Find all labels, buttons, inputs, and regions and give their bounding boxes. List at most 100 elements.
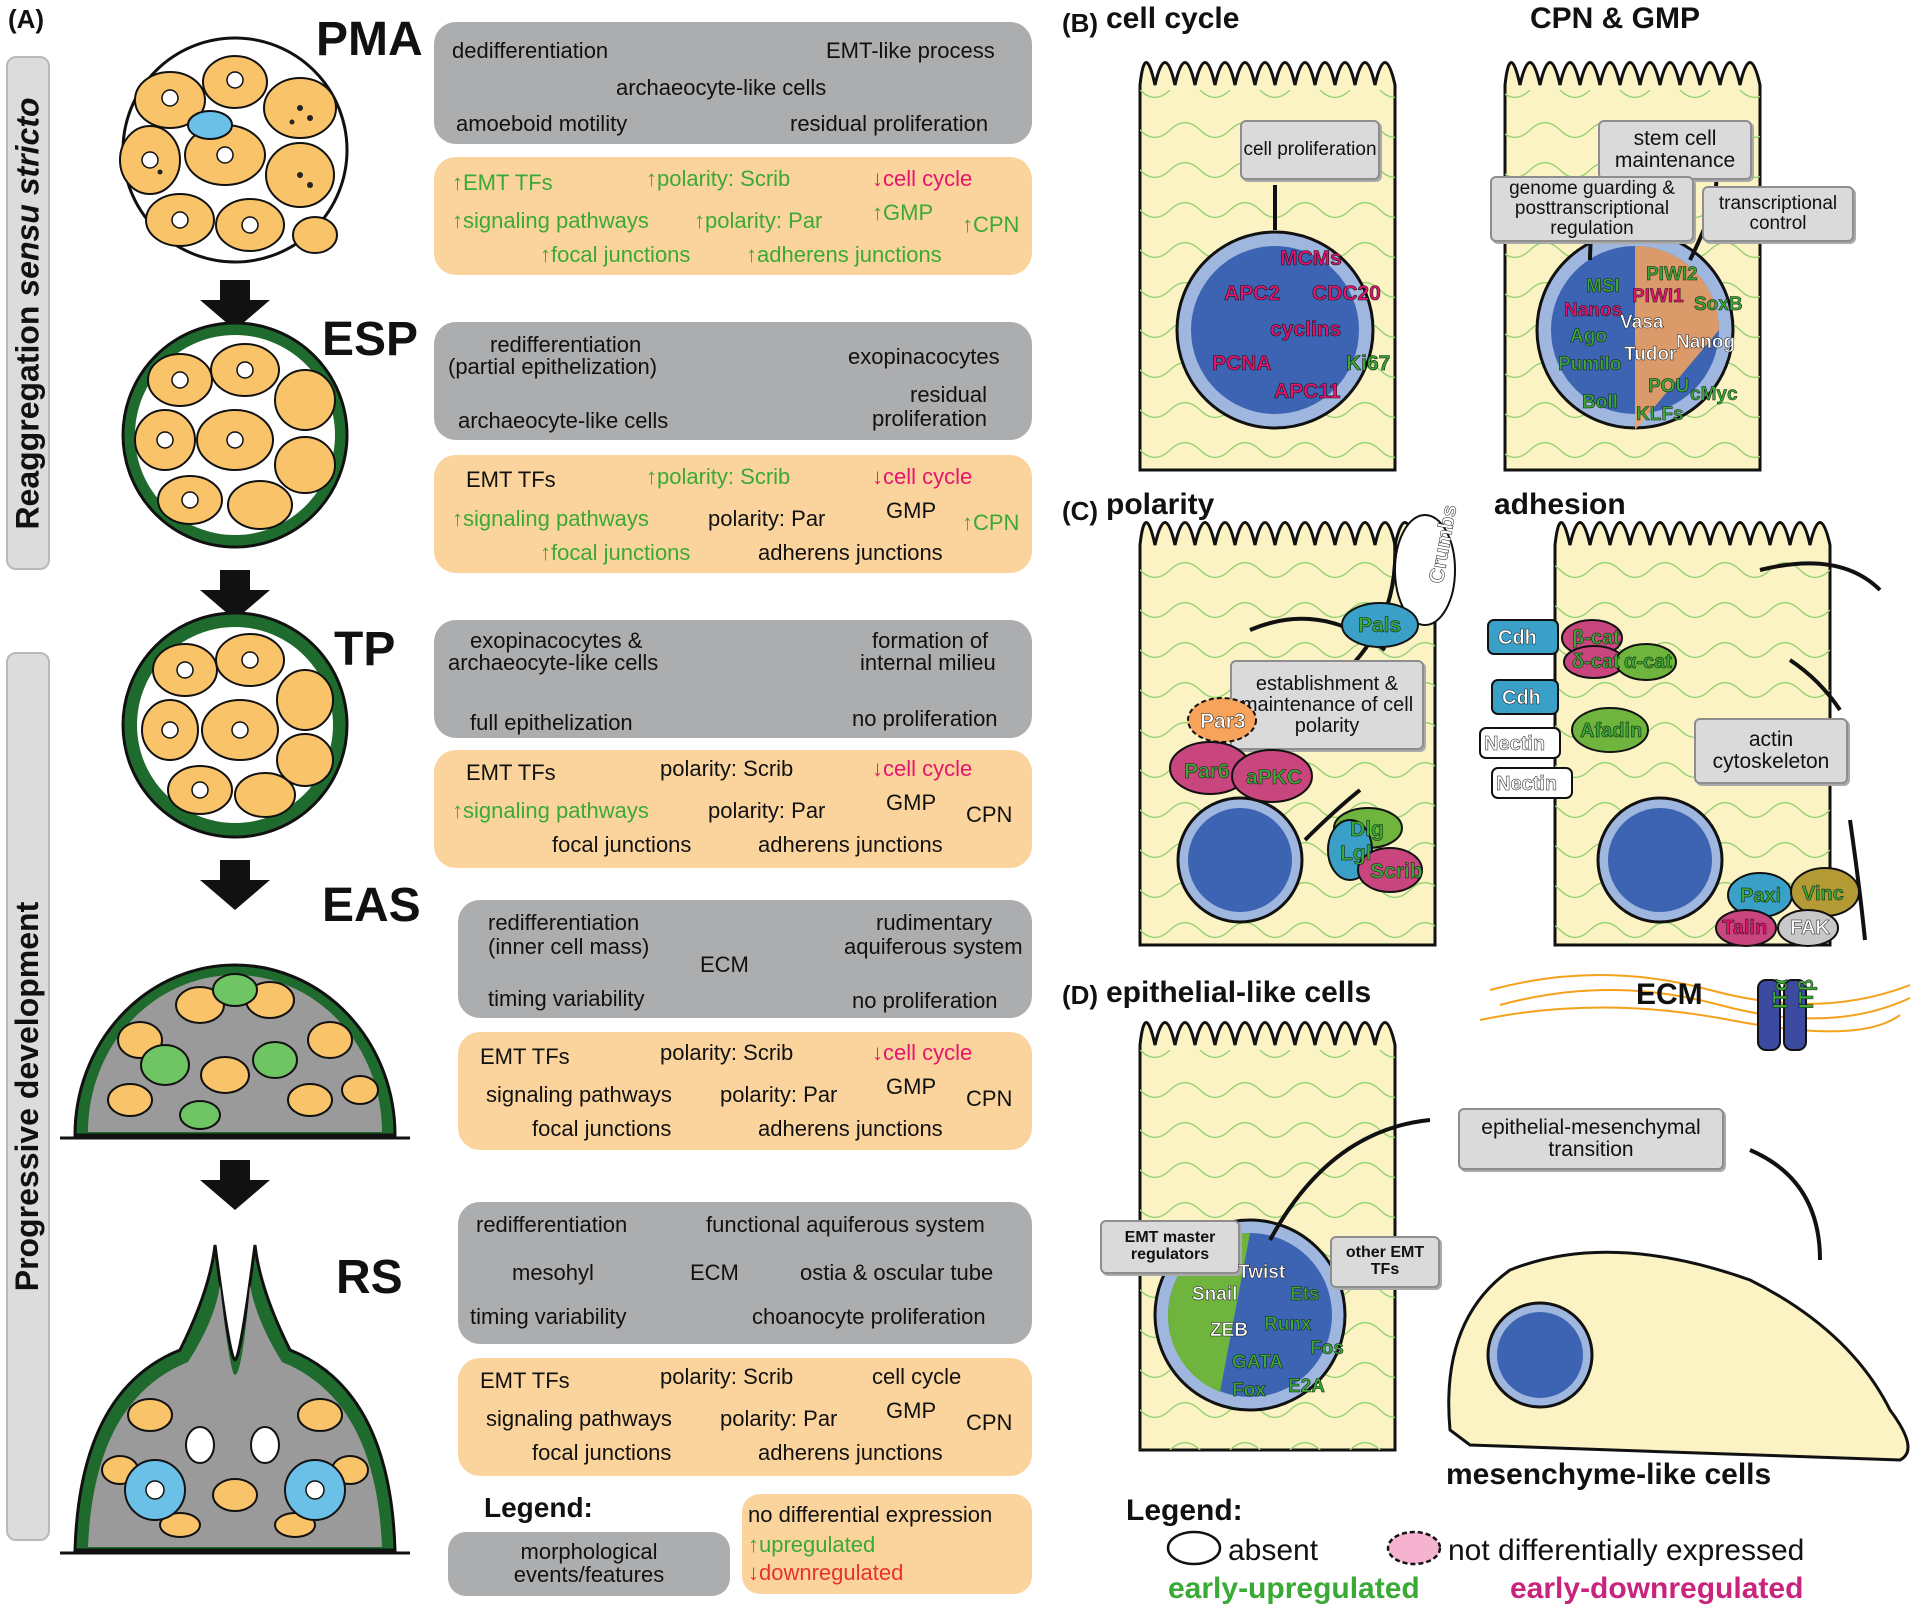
- svg-text:MSI: MSI: [1586, 276, 1620, 297]
- svg-text:Scrib: Scrib: [1370, 860, 1423, 883]
- svg-text:ITβ: ITβ: [1796, 979, 1818, 1009]
- esp-aggregate-illustration: [121, 321, 349, 549]
- svg-text:Pals: Pals: [1358, 614, 1401, 637]
- svg-text:Afadin: Afadin: [1580, 720, 1642, 742]
- svg-text:Cdh: Cdh: [1498, 627, 1537, 649]
- actin-cytoskeleton-box: actin cytoskeleton: [1694, 718, 1848, 784]
- genome-guarding-box: genome guarding & posttranscriptional re…: [1490, 176, 1694, 242]
- polarity-heading: polarity: [1106, 488, 1215, 521]
- svg-text:β-cat: β-cat: [1572, 627, 1620, 649]
- mesenchyme-label: mesenchyme-like cells: [1446, 1458, 1772, 1491]
- svg-text:Dlg: Dlg: [1350, 818, 1384, 841]
- svg-text:δ-cat: δ-cat: [1572, 651, 1620, 673]
- stage-label-rs: RS: [336, 1251, 403, 1304]
- emt-box: epithelial-mesenchymal transition: [1458, 1108, 1724, 1170]
- svg-text:ITα: ITα: [1770, 978, 1792, 1009]
- legend-absent: absent: [1228, 1534, 1319, 1567]
- legend-a-gray: [448, 1532, 730, 1596]
- stem-cell-maintenance-box: stem cell maintenance: [1598, 120, 1752, 180]
- svg-text:FAK: FAK: [1790, 917, 1831, 939]
- pma-orange-box: [434, 157, 1032, 275]
- emt-master-box: EMT master regulators: [1100, 1220, 1240, 1274]
- transcriptional-control-box: transcriptional control: [1702, 186, 1854, 242]
- panel-d-letter: (D): [1062, 980, 1099, 1010]
- svg-text:Pumilo: Pumilo: [1558, 354, 1621, 375]
- tp-aggregate-illustration: [121, 611, 349, 839]
- svg-text:Nanos: Nanos: [1564, 300, 1622, 321]
- rs-gray-box: [458, 1202, 1032, 1344]
- eas-orange-box: [458, 1032, 1032, 1150]
- legend-a-title: Legend:: [484, 1492, 593, 1523]
- svg-text:Nectin: Nectin: [1496, 773, 1557, 795]
- eas-gray-box: [458, 900, 1032, 1018]
- pma-gray-text: dedifferentiation: [452, 38, 609, 63]
- panel-c-protein-labels: Crumbs Pals Par3 Par6 aPKC Dlg Lgl Scrib…: [1169, 503, 1860, 1009]
- svg-text:Cdh: Cdh: [1502, 687, 1541, 709]
- side-label-reaggregation: Reaggregation sensu stricto: [6, 56, 50, 570]
- svg-text:α-cat: α-cat: [1624, 651, 1672, 673]
- svg-text:cMyc: cMyc: [1690, 384, 1738, 405]
- svg-text:Fos: Fos: [1310, 1338, 1344, 1359]
- svg-text:PIWI1: PIWI1: [1632, 286, 1684, 307]
- svg-text:Twist: Twist: [1238, 1262, 1286, 1283]
- panel-a-letter: (A): [8, 4, 45, 34]
- svg-text:Paxi: Paxi: [1740, 885, 1781, 907]
- legend-early-up: early-upregulated: [1168, 1572, 1420, 1605]
- pma-aggregate-illustration: [119, 36, 349, 264]
- cell-cycle-heading: cell cycle: [1106, 2, 1240, 35]
- stage-illustrations: [60, 36, 410, 1555]
- svg-text:Lgl: Lgl: [1340, 842, 1372, 865]
- ecm-label: ECM: [1636, 978, 1703, 1011]
- svg-text:Runx: Runx: [1264, 1314, 1312, 1335]
- d-mesenchyme-cell: [1447, 1250, 1910, 1462]
- svg-text:aPKC: aPKC: [1246, 766, 1302, 789]
- esp-gray-box: [434, 322, 1032, 440]
- panel-b-gene-labels: MCMs APC2 CDC20 cyclins PCNA APC11 Ki67 …: [1212, 247, 1743, 426]
- svg-text:KLFs: KLFs: [1636, 404, 1684, 425]
- svg-text:GATA: GATA: [1232, 1352, 1283, 1373]
- stage-label-esp: ESP: [322, 313, 419, 366]
- svg-text:Snail: Snail: [1192, 1284, 1237, 1305]
- stage-label-pma: PMA: [316, 13, 423, 66]
- cell-proliferation-box: cell proliferation: [1240, 120, 1380, 180]
- legend-early-down: early-downregulated: [1510, 1572, 1804, 1605]
- legend-b-title: Legend:: [1126, 1494, 1243, 1527]
- svg-text:Talin: Talin: [1722, 917, 1767, 939]
- stage-label-tp: TP: [334, 623, 396, 676]
- svg-text:ZEB: ZEB: [1210, 1320, 1248, 1341]
- svg-text:Ki67: Ki67: [1346, 352, 1390, 375]
- legend-b-symbols: [1166, 1530, 1442, 1566]
- panel-b-letter: (B): [1062, 8, 1099, 38]
- cpn-gmp-heading: CPN & GMP: [1530, 2, 1701, 35]
- tp-gray-box: [434, 620, 1032, 738]
- svg-text:Par6: Par6: [1184, 760, 1230, 783]
- svg-text:Vasa: Vasa: [1620, 312, 1664, 333]
- svg-text:CDC20: CDC20: [1312, 282, 1381, 305]
- svg-text:Boll: Boll: [1582, 392, 1618, 413]
- svg-text:Ago: Ago: [1570, 326, 1607, 347]
- rs-sponge-illustration: [60, 1244, 410, 1555]
- svg-text:Tudor: Tudor: [1624, 344, 1677, 365]
- svg-text:SoxB: SoxB: [1694, 294, 1743, 315]
- side-label-progressive: Progressive development: [6, 652, 50, 1541]
- adhesion-heading: adhesion: [1494, 488, 1626, 521]
- rs-orange-box: [458, 1358, 1032, 1476]
- svg-text:Nectin: Nectin: [1484, 733, 1545, 755]
- eas-dome-illustration: [60, 963, 410, 1140]
- svg-text:Vinc: Vinc: [1802, 883, 1844, 905]
- svg-text:PCNA: PCNA: [1212, 352, 1272, 375]
- svg-text:PIWI2: PIWI2: [1646, 264, 1698, 285]
- svg-text:MCMs: MCMs: [1280, 247, 1342, 270]
- panel-bcd-illustrations: [1138, 61, 1911, 1462]
- pma-gray-box: [434, 22, 1032, 144]
- svg-text:E2A: E2A: [1288, 1376, 1325, 1397]
- legend-a-orange: [742, 1494, 1032, 1594]
- epithelial-heading: epithelial-like cells: [1106, 976, 1372, 1009]
- emt-other-box: other EMT TFs: [1330, 1236, 1440, 1288]
- tp-orange-box: [434, 750, 1032, 868]
- esp-orange-box: [434, 455, 1032, 573]
- absent-symbol: [1166, 1530, 1222, 1566]
- svg-text:APC11: APC11: [1274, 380, 1341, 403]
- svg-text:cyclins: cyclins: [1270, 318, 1341, 341]
- svg-text:POU: POU: [1648, 376, 1689, 397]
